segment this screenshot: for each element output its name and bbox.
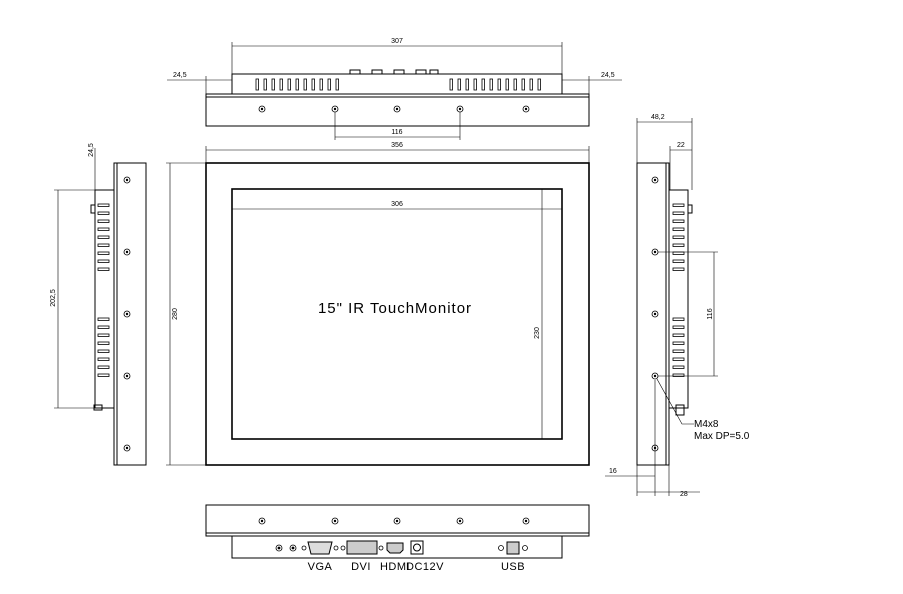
port-label-dc12v: DC12V bbox=[406, 561, 444, 573]
dim-right-bottom-2: 28 bbox=[680, 491, 688, 498]
product-title: 15" IR TouchMonitor bbox=[318, 300, 472, 317]
dc-power-port bbox=[410, 540, 424, 555]
dim-right-holes: 116 bbox=[707, 308, 714, 319]
dim-top-offset-right: 24,5 bbox=[601, 72, 615, 79]
screw-note-1: M4x8 bbox=[694, 419, 719, 430]
top-view: 307 24,5 24,5 bbox=[167, 38, 622, 140]
dim-top-holes: 116 bbox=[391, 129, 402, 136]
front-view: 356 280 306 230 15" IR TouchMonitor bbox=[166, 142, 590, 466]
dim-top-offset-left: 24,5 bbox=[173, 72, 187, 79]
right-side-view: 48,2 22 bbox=[605, 114, 750, 498]
dim-right-depth: 48,2 bbox=[651, 114, 665, 121]
top-vents-left bbox=[255, 78, 339, 91]
dim-left-offset: 24,5 bbox=[88, 143, 95, 157]
top-vents-right bbox=[449, 78, 541, 91]
screw-note-2: Max DP=5.0 bbox=[694, 431, 750, 442]
dim-screen-width: 306 bbox=[391, 201, 403, 208]
port-label-usb: USB bbox=[501, 561, 525, 573]
dvi-port bbox=[340, 540, 384, 555]
dim-left-height: 202,5 bbox=[50, 289, 57, 307]
right-vents bbox=[672, 203, 685, 377]
dim-screen-height: 230 bbox=[534, 327, 541, 339]
left-vents bbox=[97, 203, 110, 377]
hdmi-port bbox=[386, 542, 404, 554]
bottom-view: VGA DVI HDMI DC12V USB bbox=[205, 504, 590, 573]
dim-right-bottom-1: 16 bbox=[609, 468, 617, 475]
port-label-vga: VGA bbox=[308, 561, 333, 573]
vga-port bbox=[301, 541, 339, 555]
left-side-view: 24,5 202,5 bbox=[50, 143, 147, 466]
dim-front-height: 280 bbox=[172, 308, 179, 320]
dim-top-width: 307 bbox=[391, 38, 403, 45]
dim-right-depth2: 22 bbox=[677, 142, 685, 149]
port-label-hdmi: HDMI bbox=[380, 561, 410, 573]
usb-port bbox=[498, 541, 528, 555]
dim-front-width: 356 bbox=[391, 142, 403, 149]
port-label-dvi: DVI bbox=[351, 561, 371, 573]
